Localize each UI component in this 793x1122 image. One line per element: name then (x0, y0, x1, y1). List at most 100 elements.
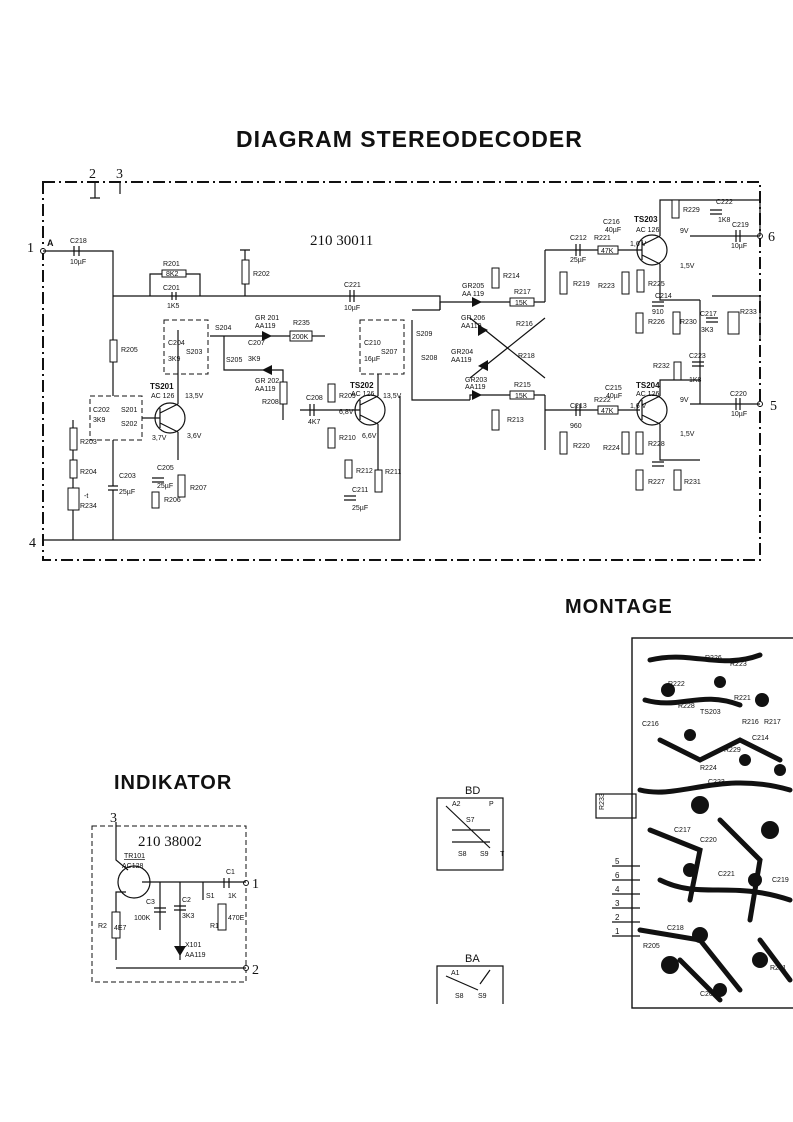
ts203-v-emitter: 1,5V (680, 263, 695, 270)
gr204-ref: GR204 (451, 349, 473, 356)
s203-block (163, 319, 209, 375)
x101-ref: X101 (185, 942, 201, 949)
gr203-symbol (472, 390, 482, 400)
r235-value: 200K (292, 334, 309, 341)
c214-ref: C215 (605, 385, 622, 392)
x101-type: AA119 (185, 952, 206, 959)
terminal-3: 3 (116, 167, 123, 182)
gr206-ref: GR 206 (461, 315, 485, 322)
board-c203: C203 (700, 991, 717, 998)
r224-ref: R224 (603, 445, 620, 452)
r233-ref: R233 (740, 309, 757, 316)
pcb-pad (761, 821, 779, 839)
r210-ref: R210 (339, 435, 356, 442)
c205-symbol (152, 477, 164, 483)
pcb-pad (739, 754, 751, 766)
bd-windings (445, 805, 491, 849)
gr204-type: AA119 (451, 357, 472, 364)
diagram-title: DIAGRAM STEREODECODER (236, 126, 583, 152)
r229-ref: R229 (683, 207, 700, 214)
board-r221: R221 (734, 695, 751, 702)
c211-ref: C212 (570, 235, 587, 242)
ts203-symbol (636, 234, 668, 266)
bd-frame (436, 797, 504, 871)
c217-value: 3K3 (701, 327, 714, 334)
r222-symbol (597, 405, 619, 415)
c205-value: 25µF (157, 483, 173, 490)
coil-block-bd: BD A2 P S7 S8 S9 T (436, 785, 505, 871)
output-bus-wires (545, 249, 640, 411)
decoder-frame (42, 181, 761, 561)
c208-value: 4K7 (308, 419, 321, 426)
edge-pin-2: 2 (615, 913, 620, 922)
ts201-v-collector: 13,5V (185, 393, 204, 400)
r228-symbol (635, 431, 644, 455)
c209-value: 16µF (364, 356, 380, 363)
ts201-v-base: 3,7V (152, 435, 167, 442)
c205-ref: C205 (157, 465, 174, 472)
r228-ref: R228 (648, 441, 665, 448)
c210-symbol (344, 495, 356, 501)
r209-ref: R209 (339, 393, 356, 400)
r202-wires (240, 249, 250, 296)
ba-frame (436, 965, 504, 1004)
r214-ref: R214 (503, 273, 520, 280)
c207-ref: C207 (248, 340, 265, 347)
bd-s8: S8 (458, 851, 467, 858)
c212-symbol (575, 404, 581, 416)
s201-ref: S201 (121, 407, 137, 414)
gr204-symbol (478, 360, 488, 371)
r217-value: 15K (515, 300, 528, 307)
ts202-ref: TS202 (350, 381, 374, 390)
s203-ref: S203 (186, 349, 202, 356)
terminal-2-3-leads (90, 182, 121, 199)
r226-ref: R226 (648, 319, 665, 326)
c212-ref: C213 (570, 403, 587, 410)
tr101-ref: TR101 (124, 853, 145, 860)
c208-ref: C208 (306, 395, 323, 402)
pcb-pad (691, 796, 709, 814)
r2-ref: R2 (98, 923, 107, 930)
r219-ref: R219 (573, 281, 590, 288)
r201-ref: R201 (163, 261, 180, 268)
ts201-ref: TS201 (150, 382, 174, 391)
edge-pin-5: 5 (615, 857, 620, 866)
c210-ref: C211 (352, 487, 368, 494)
c2-symbol (174, 905, 186, 911)
r206-symbol (151, 491, 160, 509)
r211-ref: R211 (385, 469, 401, 476)
c203-ref: C203 (119, 473, 136, 480)
edge-pin-3: 3 (615, 899, 620, 908)
c218-ref: C218 (70, 238, 87, 245)
board-ts203: TS203 (700, 709, 721, 716)
terminal-2: 2 (89, 167, 96, 182)
c202-ref: C202 (93, 407, 110, 414)
r205-symbol (109, 339, 118, 363)
ts204-ref: TS204 (636, 381, 660, 390)
board-c217: C217 (674, 827, 691, 834)
tr101-type: AC128 (122, 863, 144, 870)
montage-title: MONTAGE (565, 596, 673, 618)
r202-ref: R202 (253, 271, 270, 278)
r2-value: 4E7 (114, 925, 127, 932)
r226-symbol (635, 312, 644, 334)
r212-symbol (344, 459, 353, 479)
board-r216: R216 (742, 719, 759, 726)
pcb-pad (714, 676, 726, 688)
pcb-pad (713, 983, 727, 997)
board-c214: C214 (752, 735, 769, 742)
ba-a1: A1 (451, 970, 460, 977)
ts204-type: AC 126 (636, 391, 659, 398)
terminal-1: 1 (27, 241, 34, 256)
r220-symbol (559, 431, 568, 455)
c210-value: 25µF (352, 505, 368, 512)
c2-value: 3K3 (182, 913, 195, 920)
board-r222: R222 (668, 681, 685, 688)
bd-p: P (489, 801, 494, 808)
r217-ref: R217 (514, 289, 531, 296)
r230-symbol (672, 311, 681, 335)
board-r217: R217 (764, 719, 781, 726)
r215-ref: R215 (514, 382, 531, 389)
r234-value: -t (84, 493, 88, 500)
board-r223: R223 (730, 661, 747, 668)
